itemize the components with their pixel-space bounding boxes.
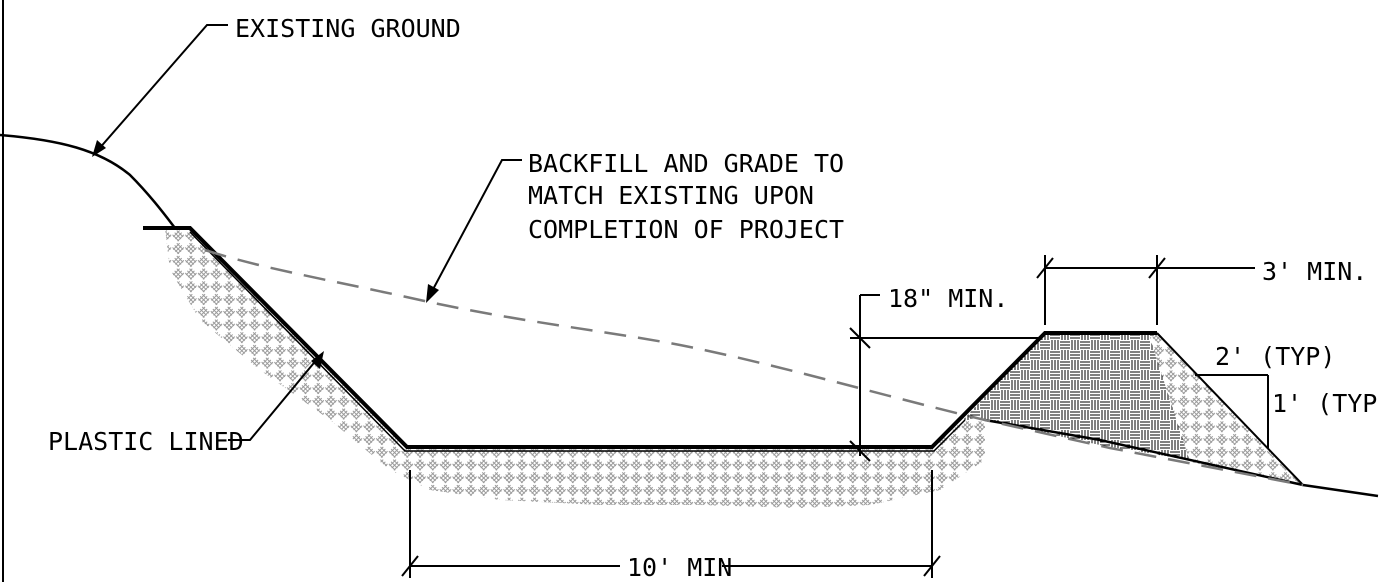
backfill-arrow bbox=[426, 284, 439, 303]
backfill-dashed-line bbox=[204, 248, 1304, 487]
slope-run-label: 2' (TYP) bbox=[1215, 342, 1335, 371]
slope-rise-label: 1' (TYP) bbox=[1272, 389, 1381, 418]
backfill-label-line-3: COMPLETION OF PROJECT bbox=[528, 215, 844, 244]
berm-outer-slope bbox=[1156, 332, 1304, 486]
plastic-lined-label: PLASTIC LINED bbox=[48, 427, 244, 456]
backfill-label-line-2: MATCH EXISTING UPON bbox=[528, 181, 814, 210]
berm-height-tick-bottom bbox=[849, 440, 871, 462]
berm-top-tick-left bbox=[1036, 257, 1054, 279]
plastic-lined-arrow bbox=[311, 351, 324, 369]
berm-top-label: 3' MIN. bbox=[1262, 257, 1367, 286]
backfill-leader bbox=[429, 159, 522, 296]
channel-profile bbox=[143, 226, 1157, 449]
existing-ground-label: EXISTING GROUND bbox=[235, 14, 461, 43]
bottom-width-tick-right bbox=[923, 555, 941, 577]
berm-slope-shade bbox=[1150, 333, 1303, 485]
existing-ground-arrow bbox=[92, 140, 106, 157]
plastic-liner bbox=[189, 231, 966, 452]
berm-height-tick-top bbox=[849, 327, 871, 349]
existing-ground-leader bbox=[97, 24, 228, 151]
berm-height-label: 18" MIN. bbox=[888, 284, 1008, 313]
plastic-lined-leader bbox=[228, 357, 319, 441]
compacted-soil-hatch bbox=[165, 228, 985, 508]
backfill-label-line-1: BACKFILL AND GRADE TO bbox=[528, 149, 844, 178]
bottom-width-tick-left bbox=[401, 555, 419, 577]
berm-top-tick-right bbox=[1148, 257, 1166, 279]
existing-ground-line bbox=[0, 133, 176, 229]
bottom-width-label: 10' MIN bbox=[627, 553, 732, 582]
existing-ground-line-right bbox=[984, 418, 1379, 498]
